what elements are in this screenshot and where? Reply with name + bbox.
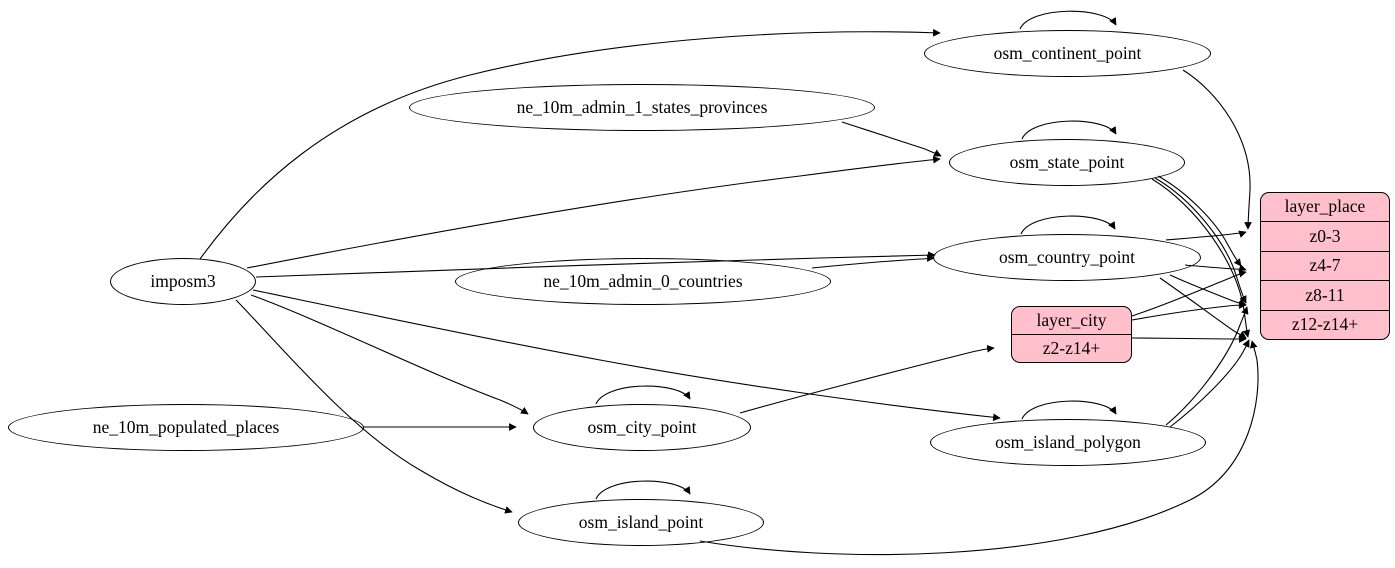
node-osm-state-point[interactable]: osm_state_point (949, 139, 1185, 186)
record-layer-city[interactable]: layer_city z2-z14+ (1011, 306, 1132, 363)
record-row-layer-place-z4-7[interactable]: z4-7 (1261, 252, 1389, 282)
node-label: ne_10m_admin_1_states_provinces (516, 96, 768, 117)
edge-imposm3-to-island-point (235, 299, 513, 514)
edge-island-polygon-to-place-z12 (1169, 339, 1250, 428)
node-osm-city-point[interactable]: osm_city_point (533, 404, 751, 451)
node-ne-10m-populated-places[interactable]: ne_10m_populated_places (8, 404, 364, 451)
edge-layer-city-to-place-z12 (1131, 335, 1247, 343)
node-label: osm_country_point (998, 246, 1136, 267)
record-header-layer-city: layer_city (1012, 307, 1131, 335)
edge-imposm3-to-island-polygon (252, 289, 1001, 422)
record-row-layer-place-z12-z14[interactable]: z12-z14+ (1291, 314, 1359, 335)
edge-country-to-place-z8 (1169, 274, 1247, 307)
node-osm-island-point[interactable]: osm_island_point (518, 499, 764, 546)
edge-imposm3-to-continent (199, 28, 941, 260)
node-label: ne_10m_populated_places (92, 416, 280, 437)
node-osm-island-polygon[interactable]: osm_island_polygon (930, 419, 1206, 466)
record-row-layer-city-z2-z14[interactable]: z2-z14+ (1042, 337, 1101, 358)
edge-country-to-place-z0 (1165, 230, 1247, 241)
edge-state-to-place-z8 (1154, 177, 1247, 304)
edge-island-polygon-self-loop (1021, 400, 1117, 420)
edge-island-polygon-to-place-z8 (1165, 306, 1249, 426)
edge-imposm3-to-state (246, 155, 941, 269)
edge-layer-city-to-place-z4b (1131, 269, 1247, 317)
node-label: osm_continent_point (993, 42, 1142, 63)
node-label: osm_city_point (587, 416, 697, 437)
edge-layer-city-to-place-z8 (1131, 301, 1247, 321)
edge-continent-to-place-z0 (1182, 69, 1252, 230)
edge-island-point-self-loop (595, 480, 691, 500)
record-layer-place[interactable]: layer_place z0-3 z4-7 z8-11 z12-z14+ (1260, 192, 1390, 340)
edge-city-self-loop (595, 385, 691, 405)
record-row-layer-place-z0-3[interactable]: z0-3 (1261, 222, 1389, 252)
node-imposm3[interactable]: imposm3 (110, 258, 256, 305)
edge-country-to-place-z4 (1184, 264, 1247, 272)
node-label: imposm3 (150, 270, 216, 291)
node-ne-10m-admin-0-countries[interactable]: ne_10m_admin_0_countries (455, 258, 831, 305)
edge-city-to-layer-city (739, 344, 995, 414)
edge-state-self-loop (1021, 120, 1117, 140)
edge-imposm3-to-city (250, 294, 529, 415)
edge-country-to-place-z12 (1159, 277, 1247, 339)
record-row-layer-place-z8-11[interactable]: z8-11 (1261, 281, 1389, 311)
edge-country-self-loop (1020, 215, 1116, 235)
node-label: osm_island_polygon (995, 431, 1141, 452)
node-osm-country-point[interactable]: osm_country_point (933, 234, 1201, 281)
node-ne-10m-admin-1-states-provinces[interactable]: ne_10m_admin_1_states_provinces (409, 84, 875, 131)
edge-ne-countries-to-country (811, 254, 935, 269)
edge-continent-self-loop (1019, 10, 1117, 30)
edge-ne-states-to-state (841, 121, 942, 157)
node-osm-continent-point[interactable]: osm_continent_point (924, 30, 1211, 77)
node-label: ne_10m_admin_0_countries (543, 270, 743, 291)
record-header-layer-place: layer_place (1261, 193, 1389, 223)
node-label: osm_island_point (578, 511, 704, 532)
node-label: osm_state_point (1009, 151, 1125, 172)
